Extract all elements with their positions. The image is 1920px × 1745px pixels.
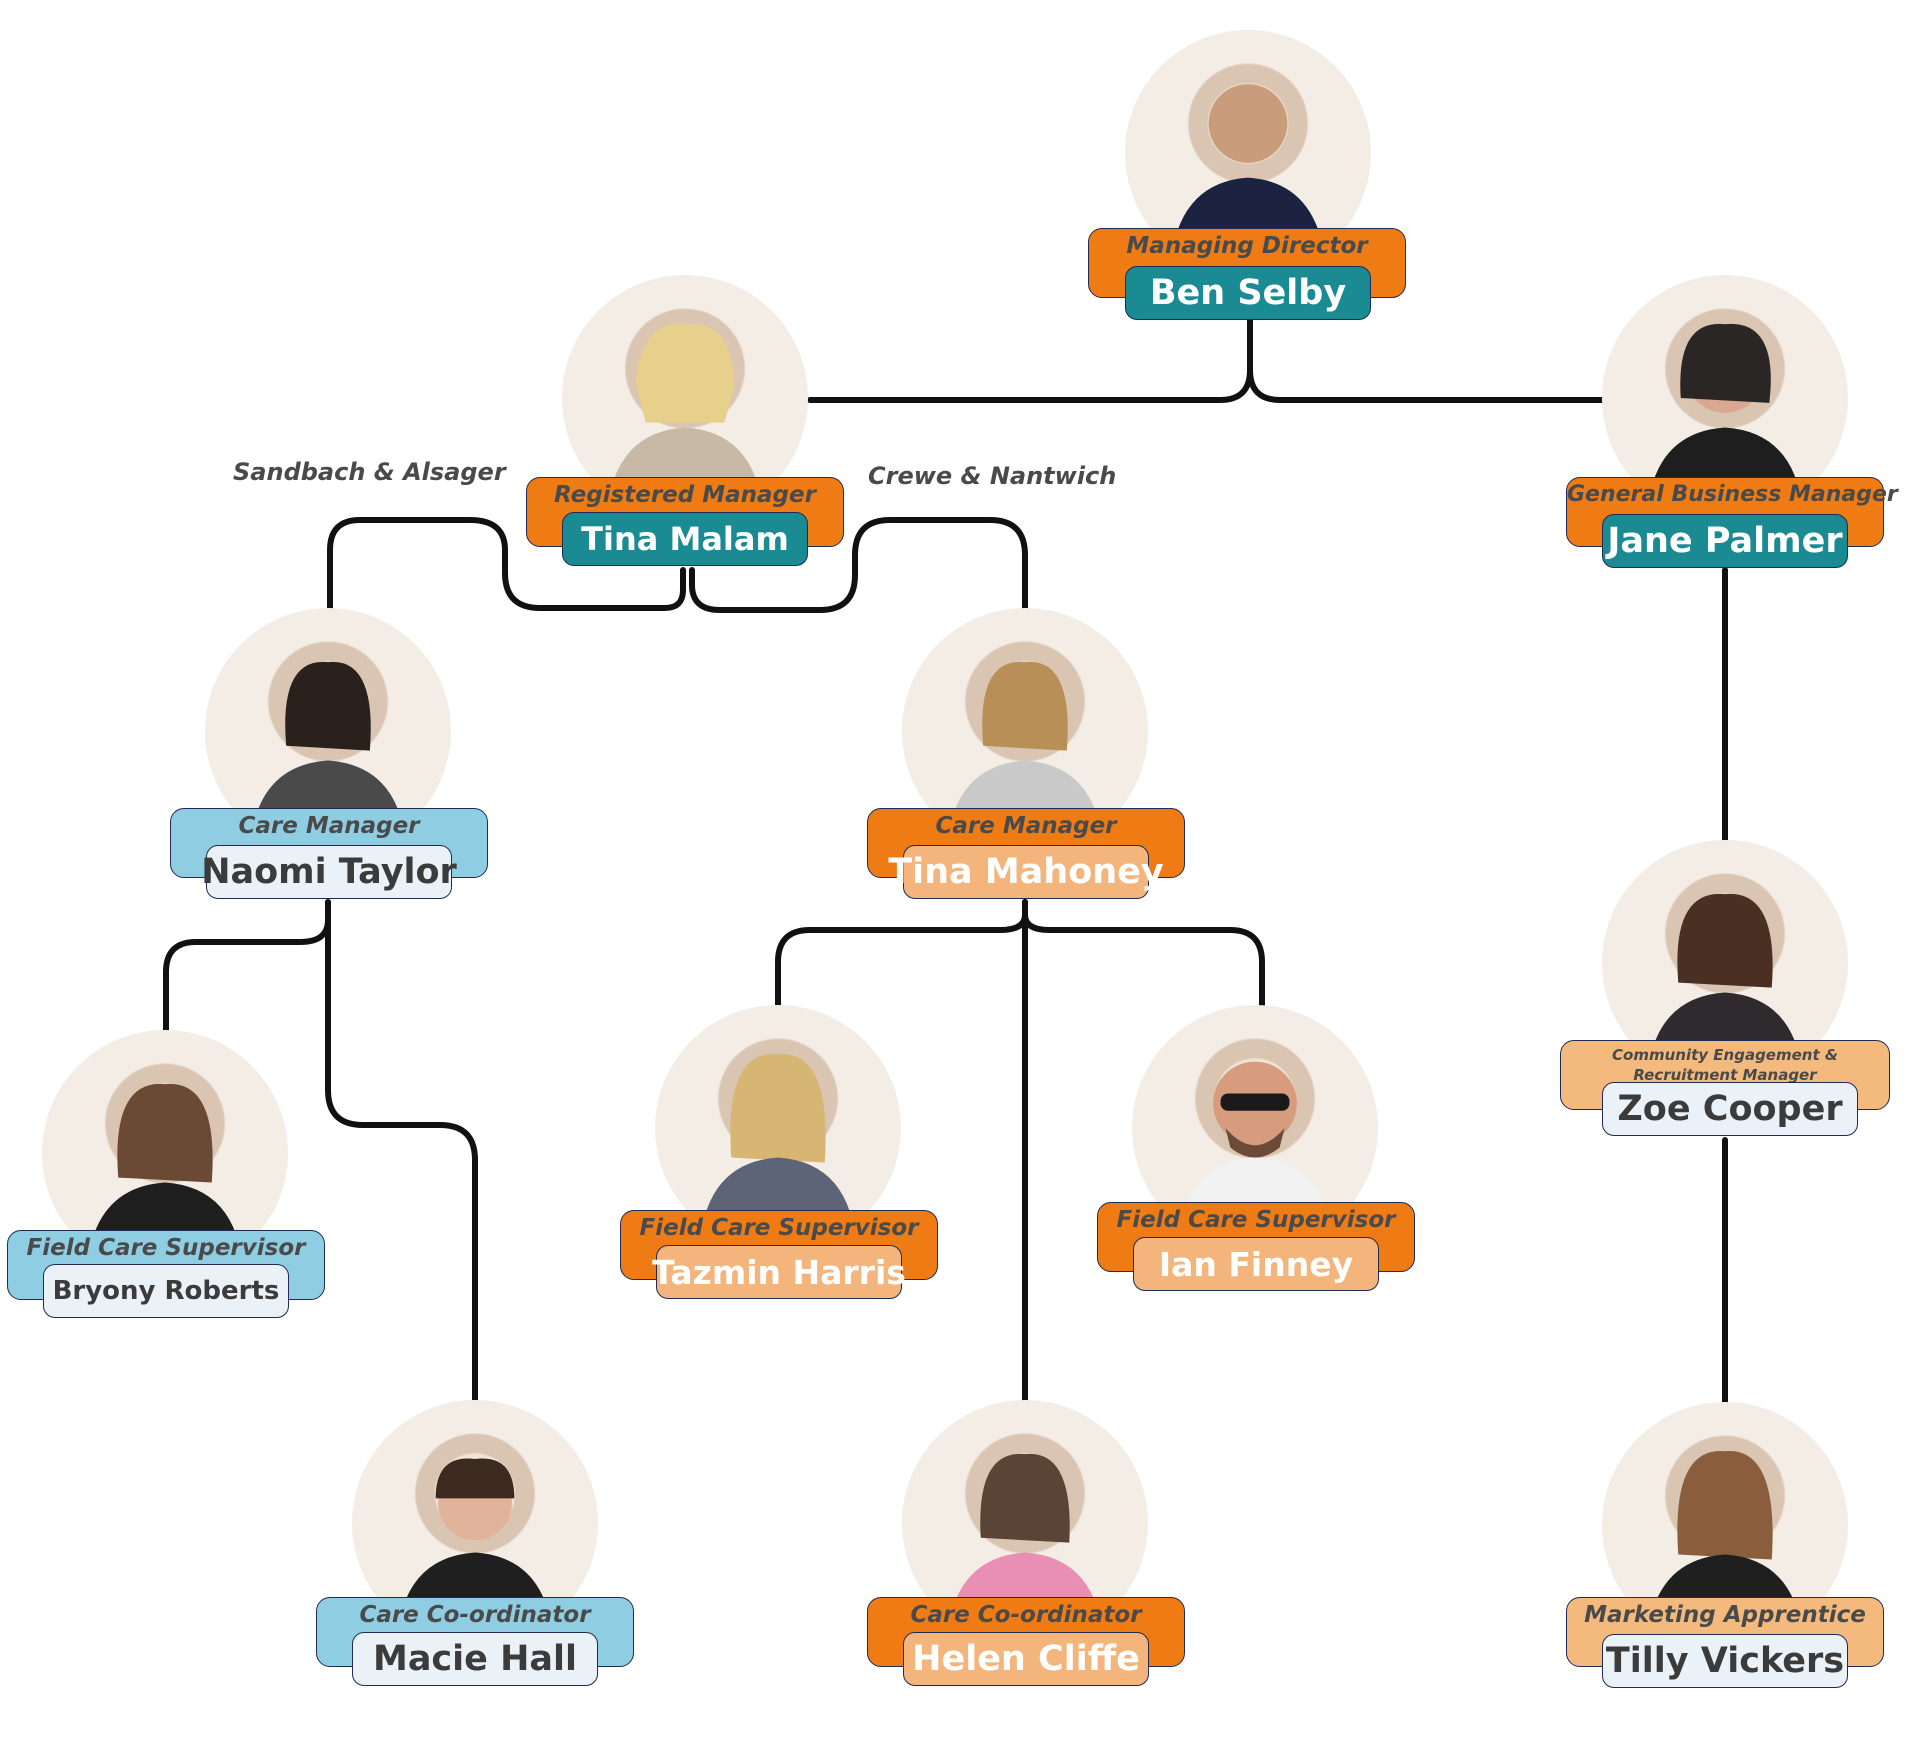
role-label: General Business Manager — [1567, 482, 1898, 507]
connector-naomi-to-macie — [325, 899, 478, 1403]
role-label: Community Engagement & Recruitment Manag… — [1612, 1046, 1838, 1084]
role-label: Care Manager — [238, 813, 420, 839]
name-badge: Ian Finney — [1133, 1237, 1379, 1291]
role-label: Care Manager — [935, 813, 1117, 839]
name-badge: Bryony Roberts — [43, 1264, 289, 1318]
role-label: Field Care Supervisor — [1116, 1207, 1396, 1233]
connector-tina-malam-to-tina-mahoney — [689, 517, 1028, 613]
role-label: Registered Manager — [554, 482, 816, 508]
role-label: Field Care Supervisor — [639, 1215, 919, 1241]
person-silhouette-icon — [1646, 323, 1804, 521]
connector-tina-malam-to-naomi — [327, 517, 686, 611]
name-badge: Helen Cliffe — [903, 1632, 1149, 1686]
connector-mahoney-to-ian — [1022, 899, 1265, 1008]
connector-ben-to-tina-malam — [807, 317, 1253, 403]
region-label-crewe-nantwich: Crewe & Nantwich — [868, 462, 1117, 490]
connector-mahoney-to-tazmin — [775, 899, 1028, 1008]
name-badge: Ben Selby — [1125, 266, 1371, 320]
name-badge: Zoe Cooper — [1602, 1082, 1858, 1136]
role-label: Marketing Apprentice — [1584, 1602, 1866, 1628]
name-badge: Tina Mahoney — [888, 845, 1164, 899]
region-label-sandbach-alsager: Sandbach & Alsager — [233, 458, 506, 486]
name-badge: Jane Palmer — [1602, 514, 1848, 568]
name-badge: Tazmin Harris — [652, 1245, 906, 1299]
connector-naomi-to-bryony — [163, 899, 331, 1033]
role-label: Managing Director — [1126, 233, 1368, 259]
connector-ben-to-jane — [1247, 317, 1613, 403]
role-label: Field Care Supervisor — [26, 1235, 306, 1261]
name-badge: Naomi Taylor — [201, 845, 457, 899]
name-badge: Macie Hall — [352, 1632, 598, 1686]
name-badge: Tina Malam — [562, 512, 808, 566]
role-label: Care Co-ordinator — [910, 1602, 1142, 1628]
name-badge: Tilly Vickers — [1602, 1634, 1848, 1688]
role-label: Care Co-ordinator — [359, 1602, 591, 1628]
